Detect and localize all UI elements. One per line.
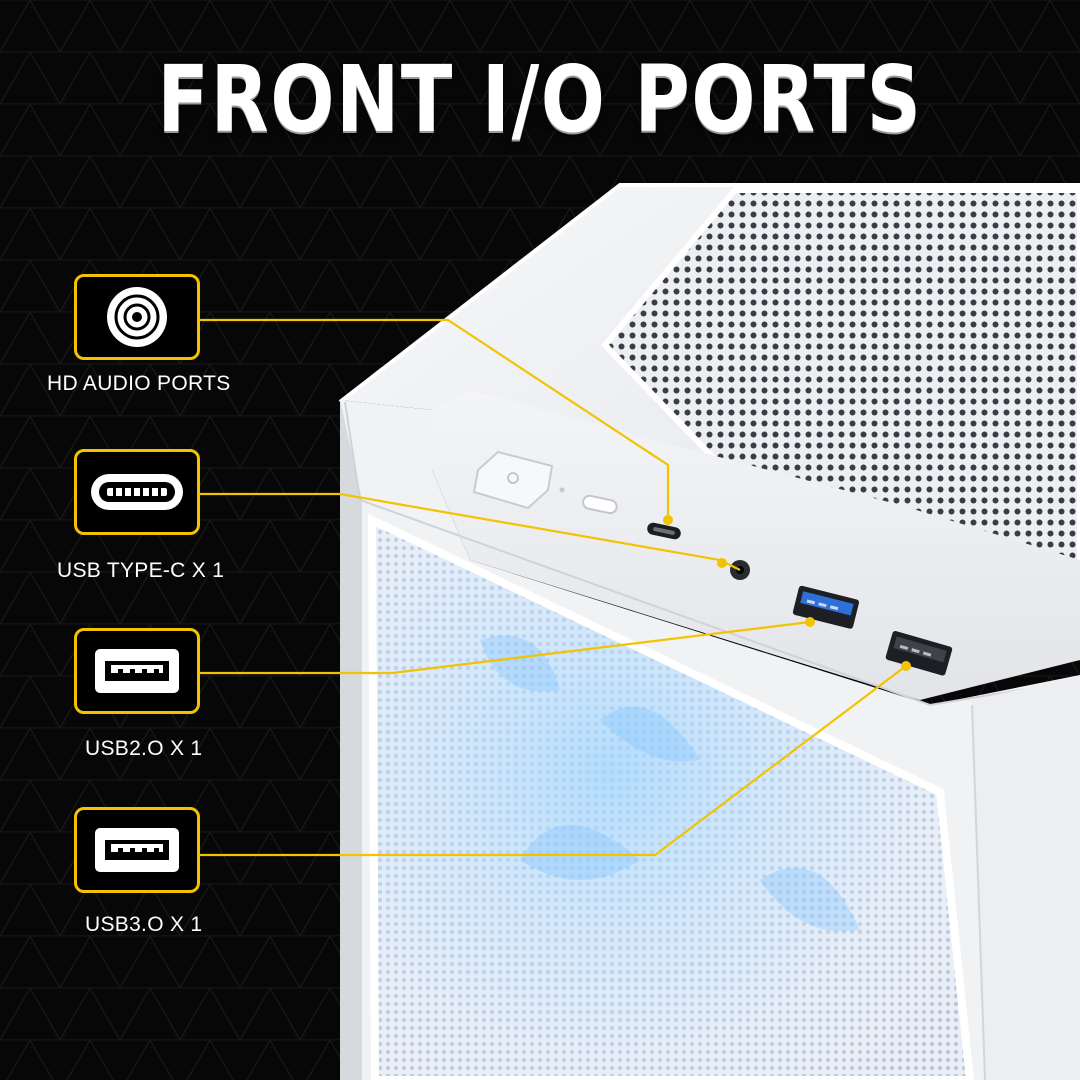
- usb-a-icon: [95, 649, 179, 693]
- callout-line-usb-c: [200, 492, 741, 571]
- audio-jack-icon: [107, 287, 167, 347]
- port-label-usb-c: USB TYPE-C X 1: [57, 559, 225, 582]
- callout-dot-usb-c: [717, 558, 727, 568]
- port-label-audio: HD AUDIO PORTS: [47, 372, 231, 395]
- usb-c-icon: [91, 474, 183, 510]
- callout-line-audio: [200, 318, 670, 520]
- port-label-usb2: USB2.O X 1: [85, 737, 203, 760]
- callout-line-usb3: [200, 665, 907, 857]
- callout-dot-usb2: [805, 617, 815, 627]
- page-title: FRONT I/O PORTS: [157, 46, 923, 153]
- usb-a-icon: [95, 828, 179, 872]
- port-box-usb3: [74, 807, 200, 893]
- callout-line-usb2: [200, 620, 811, 675]
- port-label-usb3: USB3.O X 1: [85, 913, 203, 936]
- port-box-usb-c: [74, 449, 200, 535]
- port-box-usb2: [74, 628, 200, 714]
- callout-dot-audio: [663, 515, 673, 525]
- callout-dot-usb3: [901, 661, 911, 671]
- port-box-audio: [74, 274, 200, 360]
